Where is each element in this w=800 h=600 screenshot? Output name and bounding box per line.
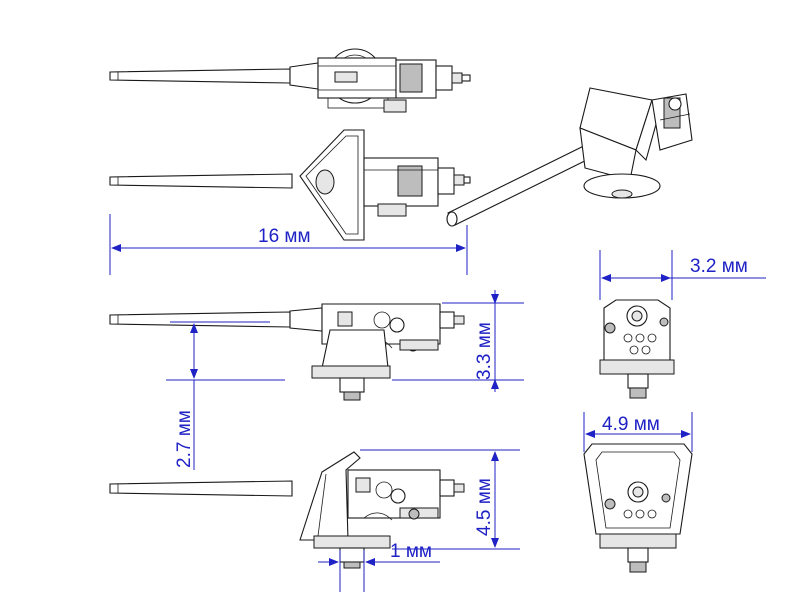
height-shielded-label: 4.5 мм [474, 478, 495, 536]
overall-length-label: 16 мм [258, 226, 311, 247]
dim-pin-diameter: 1 мм [318, 541, 440, 592]
dim-front-width: 3.2 мм [599, 250, 766, 300]
barrel-axis-height-label: 2.7 мм [174, 410, 195, 468]
isometric-view [446, 87, 693, 227]
dim-barrel-axis-height: 2.7 мм [166, 321, 285, 470]
top-view-unshielded [109, 48, 471, 113]
front-width-label: 3.2 мм [690, 256, 748, 277]
front-view-shielded [583, 443, 693, 573]
dim-shield-width: 4.9 мм [583, 412, 693, 452]
side-view-unshielded [109, 303, 465, 401]
front-view-unshielded [599, 299, 675, 399]
dim-height-unshielded: 3.3 мм [392, 290, 524, 392]
pin-diameter-label: 1 мм [390, 541, 432, 562]
height-unshielded-label: 3.3 мм [474, 322, 495, 380]
dim-height-shielded: 4.5 мм [360, 449, 520, 550]
shield-width-label: 4.9 мм [602, 414, 660, 435]
side-view-shielded [109, 451, 465, 569]
dim-overall-length: 16 мм [109, 214, 468, 275]
top-view-shielded [109, 129, 471, 241]
